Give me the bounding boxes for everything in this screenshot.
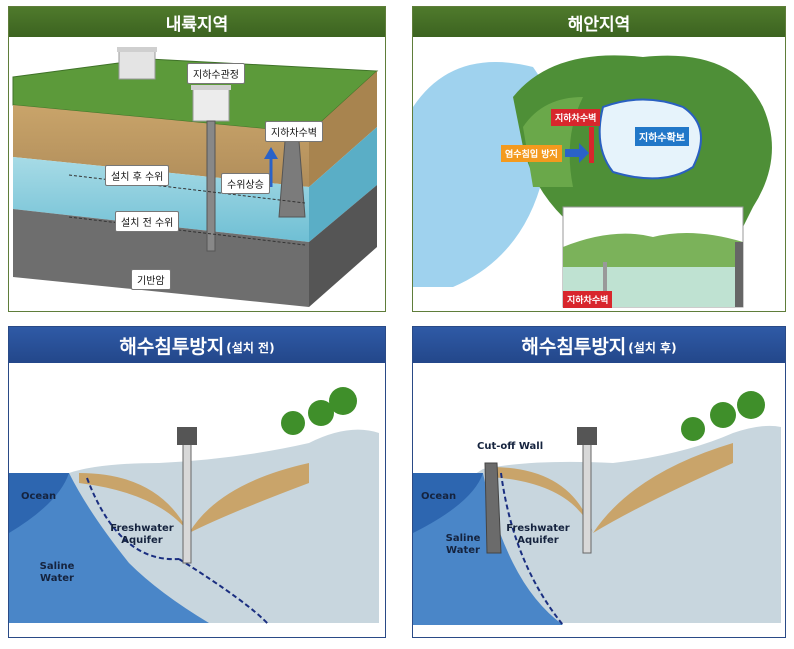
tag-inset-cutoff-wall: 지하차수벽 xyxy=(563,291,613,308)
after-freshwater xyxy=(491,443,733,533)
label-level-before: 설치 전 수위 xyxy=(115,211,180,232)
before-label-saline: Saline Water xyxy=(39,561,75,584)
before-well xyxy=(182,442,192,564)
label-level-rise: 수위상승 xyxy=(221,173,270,194)
after-well xyxy=(582,442,592,554)
after-title: 해수침투방지 xyxy=(521,335,627,358)
monitor-box-1 xyxy=(118,48,156,80)
coastal-cutoff-wall xyxy=(589,127,594,163)
tag-saltwater-prevention: 염수침입 방지 xyxy=(501,145,562,162)
before-header: 해수침투방지 (설치 전) xyxy=(9,327,385,363)
after-panel: 해수침투방지 (설치 후) Cut-off Wall Ocean Saline … xyxy=(412,326,786,638)
tag-cutoff-wall: 지하차수벽 xyxy=(551,109,601,126)
after-subtitle: (설치 후) xyxy=(628,340,677,355)
before-label-ocean: Ocean xyxy=(21,491,57,502)
before-title: 해수침투방지 xyxy=(119,335,225,358)
sea-area xyxy=(413,62,551,287)
before-diagram xyxy=(9,363,385,637)
before-panel: 해수침투방지 (설치 전) Ocean Saline Water Freshwa… xyxy=(8,326,386,638)
after-label-freshwater: Freshwater Aquifer xyxy=(506,523,570,546)
well-pipe xyxy=(206,120,216,252)
before-ocean xyxy=(9,473,209,623)
label-monitoring-well: 지하수관정 xyxy=(187,63,245,84)
tag-groundwater-secured: 지하수확보 xyxy=(635,127,689,146)
before-freshwater xyxy=(79,463,309,533)
after-header: 해수침투방지 (설치 후) xyxy=(413,327,785,363)
label-level-after: 설치 후 수위 xyxy=(105,165,170,186)
before-label-freshwater: Freshwater Aquifer xyxy=(110,523,174,546)
after-cutoff-wall xyxy=(484,462,502,554)
coastal-title: 해안지역 xyxy=(413,7,785,37)
label-bedrock: 기반암 xyxy=(131,269,171,290)
after-diagram xyxy=(413,363,785,637)
coastal-diagram xyxy=(413,55,772,308)
inland-diagram xyxy=(12,47,379,307)
bedrock-layer xyxy=(13,209,309,307)
monitor-box-2 xyxy=(192,86,230,122)
soil-layer xyxy=(13,105,309,187)
inland-title: 내륙지역 xyxy=(9,7,385,37)
after-label-cutoff-wall: Cut-off Wall xyxy=(477,441,544,452)
inland-panel: 내륙지역 xyxy=(8,6,386,312)
after-label-saline: Saline Water xyxy=(445,533,481,556)
coastal-panel: 해안지역 지하차수벽 염수침입 방지 지하수확보 지하차수벽 xyxy=(412,6,786,312)
water-layer xyxy=(13,157,309,242)
after-label-ocean: Ocean xyxy=(421,491,457,502)
before-subtitle: (설치 전) xyxy=(226,340,275,355)
label-cutoff-wall: 지하차수벽 xyxy=(265,121,323,142)
